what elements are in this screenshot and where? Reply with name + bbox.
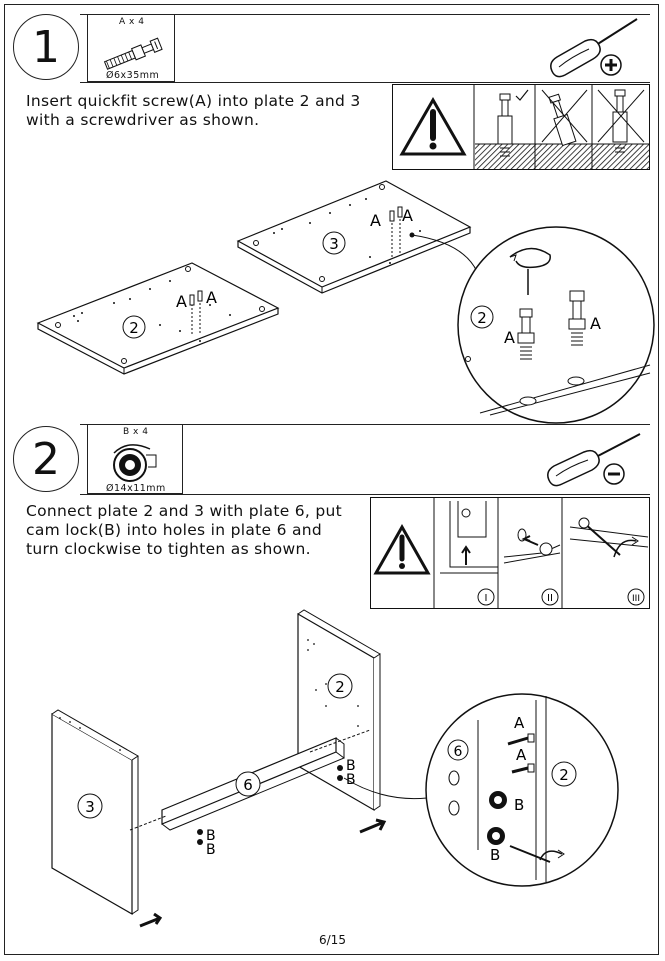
step-2-header-line [80,424,650,425]
step-1-header-bottom [80,82,650,83]
plate-2-side: 2 [297,609,381,812]
wrong-screw-icon-2 [597,89,645,153]
part-b-size: Ø14x11mm [106,483,166,494]
step-1-header-line [80,14,650,15]
correct-screw-icon [497,89,529,157]
step-2-header-bottom [80,494,650,495]
plate-3: 3 A A [236,180,472,294]
wrong-screw-icon-1 [541,89,588,147]
svg-text:6: 6 [243,776,253,794]
svg-text:6: 6 [454,744,463,760]
svg-text:B: B [490,846,500,864]
cam-lock-icon [113,444,157,482]
svg-text:B: B [514,796,524,814]
svg-text:B: B [346,758,356,774]
svg-text:II: II [547,593,553,604]
svg-text:3: 3 [329,235,339,253]
svg-text:2: 2 [129,319,139,337]
step-2-warning-panel: I II III [370,497,650,609]
sub-step-2: II [503,528,561,606]
step-2-instruction: Connect plate 2 and 3 with plate 6, put … [26,502,343,558]
quickfit-screw-icon [103,37,163,70]
part-b-box: B x 4 Ø14x11mm [87,424,183,494]
svg-text:A: A [402,206,413,225]
page-frame [4,4,659,955]
warning-icon-2 [373,523,431,575]
sub-step-1: I [440,501,498,606]
svg-text:3: 3 [85,798,95,816]
phillips-screwdriver-icon [550,18,638,78]
svg-text:A: A [514,714,525,732]
step-1-illustration: 2 A A 3 A A [36,180,655,424]
part-a-size: Ø6x35mm [106,70,160,81]
svg-text:A: A [590,314,601,333]
part-b-count: B x 4 [123,427,149,437]
svg-text:2: 2 [335,678,345,696]
part-a-count: A x 4 [119,17,145,27]
svg-text:2: 2 [559,766,569,784]
plate-3-side: 3 [51,709,139,916]
svg-text:III: III [632,594,640,604]
step-2-number: 2 [13,426,79,492]
svg-text:A: A [206,288,217,307]
flat-screwdriver-icon [547,433,641,487]
step-1-warning-panel [392,84,650,170]
svg-text:2: 2 [477,309,487,327]
svg-text:I: I [485,593,488,604]
svg-text:A: A [516,746,527,764]
svg-text:A: A [504,328,515,347]
step-1-detail-magnifier: 2 A A [457,226,655,424]
plate-6-rail: 6 B B B B [129,729,371,858]
svg-text:B: B [206,828,216,844]
plate-2: 2 A A [36,262,280,375]
step-2-detail-magnifier: 6 2 A A B B [425,693,619,887]
svg-text:B: B [206,842,216,858]
warning-icon [399,96,467,156]
step-1-number: 1 [13,14,79,80]
step-2-illustration: 3 2 6 B B B B [51,609,619,928]
svg-text:B: B [346,772,356,788]
svg-text:A: A [370,211,381,230]
step-1-instruction: Insert quickfit screw(A) into plate 2 an… [26,92,361,129]
svg-text:A: A [176,292,187,311]
page-number: 6/15 [319,933,346,947]
sub-step-3: III [569,517,649,606]
part-a-box: A x 4 Ø6x35mm [87,14,175,82]
